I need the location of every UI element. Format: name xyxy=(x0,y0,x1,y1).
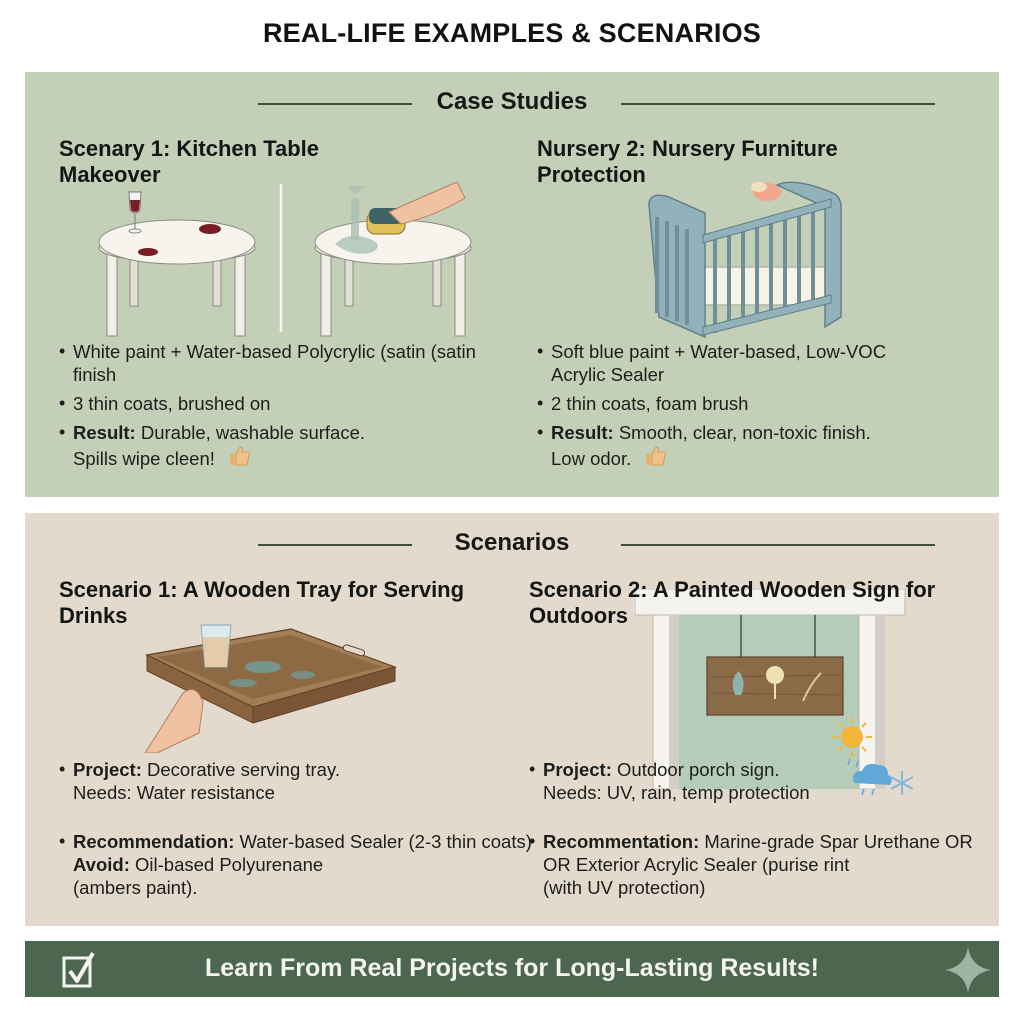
bullet-item: Recommendation: Water-based Sealer (2-3 … xyxy=(59,830,539,899)
scenario-card-tray-bullets: Project: Decorative serving tray. Needs:… xyxy=(59,758,539,905)
bullet-item: Project: Decorative serving tray. Needs:… xyxy=(59,758,539,804)
case-studies-header: Case Studies xyxy=(25,86,999,122)
scenarios-header: Scenarios xyxy=(25,527,999,563)
card-title: Scenario 2: A Painted Wooden Sign for Ou… xyxy=(529,577,936,628)
heading-rule-right xyxy=(621,103,935,105)
heading-rule-left xyxy=(258,103,412,105)
thumbs-up-icon xyxy=(646,446,667,466)
heading-rule-right xyxy=(621,544,935,546)
banner-text: Learn From Real Projects for Long-Lastin… xyxy=(205,954,819,982)
stained-table-icon xyxy=(98,191,256,337)
bullet-item: Result: Durable, washable surface. Spill… xyxy=(59,421,519,470)
bullet-item: Project: Outdoor porch sign. Needs: UV, … xyxy=(529,758,999,804)
page-title: REAL-LIFE EXAMPLES & SCENARIOS xyxy=(262,18,762,48)
clean-table-icon xyxy=(314,182,472,337)
crib-illustration xyxy=(648,181,842,339)
sun-icon xyxy=(832,717,872,757)
checkbox-checked-icon xyxy=(62,952,95,988)
scenarios-panel: Scenarios Scenario 1: A Wooden Tray for … xyxy=(25,513,999,926)
case-card-kitchen-table: Scenary 1: Kitchen Table Makeover xyxy=(59,136,519,188)
bullet-item: 3 thin coats, brushed on xyxy=(59,392,519,415)
case-card-nursery: Nursery 2: Nursery Furniture Protection xyxy=(537,136,977,188)
thumbs-up-icon xyxy=(230,446,250,466)
wooden-tray-illustration xyxy=(144,624,397,753)
scenario-card-tray: Scenario 1: A Wooden Tray for Serving Dr… xyxy=(59,577,519,629)
card-title: Scenario 1: A Wooden Tray for Serving Dr… xyxy=(59,577,465,628)
case-studies-heading: Case Studies xyxy=(436,88,588,115)
case-studies-panel: Case Studies Scenary 1: Kitchen Table Ma… xyxy=(25,72,999,497)
card-title: Nursery 2: Nursery Furniture Protection xyxy=(537,136,838,187)
scenario-card-sign: Scenario 2: A Painted Wooden Sign for Ou… xyxy=(529,577,989,629)
bullet-item: White paint + Water-based Polycrylic (sa… xyxy=(59,340,519,386)
kitchen-table-illustration xyxy=(98,182,472,337)
bullet-item: Soft blue paint + Water-based, Low-VOC A… xyxy=(537,340,977,386)
card-title: Scenary 1: Kitchen Table Makeover xyxy=(59,136,320,187)
scenarios-heading: Scenarios xyxy=(454,529,570,556)
bullet-item: Result: Smooth, clear, non-toxic finish.… xyxy=(537,421,977,470)
case-card-kitchen-bullets: White paint + Water-based Polycrylic (sa… xyxy=(59,340,519,476)
bullet-item: Recommentation: Marine-grade Spar Uretha… xyxy=(529,830,999,899)
sparkle-icon xyxy=(945,947,991,993)
heading-rule-left xyxy=(258,544,412,546)
case-card-nursery-bullets: Soft blue paint + Water-based, Low-VOC A… xyxy=(537,340,977,476)
footer-banner: Learn From Real Projects for Long-Lastin… xyxy=(25,941,999,997)
scenario-card-sign-bullets: Project: Outdoor porch sign. Needs: UV, … xyxy=(529,758,999,905)
bullet-item: 2 thin coats, foam brush xyxy=(537,392,977,415)
